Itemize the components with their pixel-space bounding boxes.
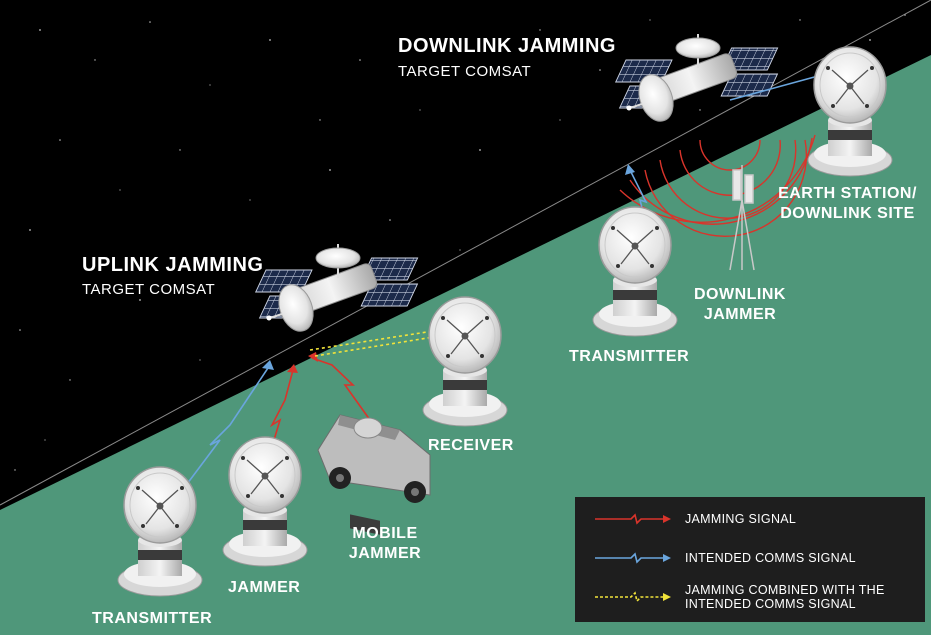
combined-signal-icon <box>595 591 671 603</box>
stars <box>14 14 906 471</box>
jammer-label: JAMMER <box>228 579 301 596</box>
mobile-jammer-label-line-1: MOBILE <box>352 525 418 542</box>
legend-intended-label: INTENDED COMMS SIGNAL <box>685 551 856 565</box>
mobile-jammer-label-line-2: JAMMER <box>348 545 422 562</box>
legend-combined-label: JAMMING COMBINED WITH THE INTENDED COMMS… <box>685 583 885 611</box>
earth-station-label: EARTH STATION/ DOWNLINK SITE <box>770 184 925 224</box>
receiver-label: RECEIVER <box>428 437 514 454</box>
legend-combined-row: JAMMING COMBINED WITH THE INTENDED COMMS… <box>575 582 925 612</box>
mobile-jammer-vehicle-icon <box>317 414 431 535</box>
mobile-jammer-label: MOBILE JAMMER <box>345 524 425 564</box>
legend-jamming-label: JAMMING SIGNAL <box>685 512 797 526</box>
legend-intended-row: INTENDED COMMS SIGNAL <box>575 548 925 568</box>
legend: JAMMING SIGNAL INTENDED COMMS SIGNAL JAM… <box>575 497 925 622</box>
downlink-jammer-label-line-1: DOWNLINK <box>694 286 786 303</box>
uplink-jamming-title: UPLINK JAMMING <box>82 254 264 276</box>
legend-combined-line-1: JAMMING COMBINED WITH THE <box>685 583 885 597</box>
orbit-line <box>0 0 931 506</box>
downlink-jammer-label: DOWNLINK JAMMER <box>690 285 790 325</box>
downlink-jammer-tower-icon <box>729 165 755 271</box>
earth-station-label-line-1: EARTH STATION/ <box>778 185 917 202</box>
downlink-jamming-title: DOWNLINK JAMMING <box>398 35 616 57</box>
intended-signal-icon <box>595 552 671 564</box>
downlink-jammer-label-line-2: JAMMER <box>703 306 777 323</box>
legend-combined-line-2: INTENDED COMMS SIGNAL <box>685 597 856 611</box>
uplink-jamming-subtitle: TARGET COMSAT <box>82 281 216 298</box>
legend-jamming-row: JAMMING SIGNAL <box>575 509 925 529</box>
transmitter-right-label: TRANSMITTER <box>569 348 690 365</box>
downlink-jamming-subtitle: TARGET COMSAT <box>398 63 532 80</box>
earth-station-label-line-2: DOWNLINK SITE <box>780 205 915 222</box>
jamming-signal-icon <box>595 513 671 525</box>
transmitter-left-label: TRANSMITTER <box>92 610 213 627</box>
uplink-signals <box>174 329 441 501</box>
